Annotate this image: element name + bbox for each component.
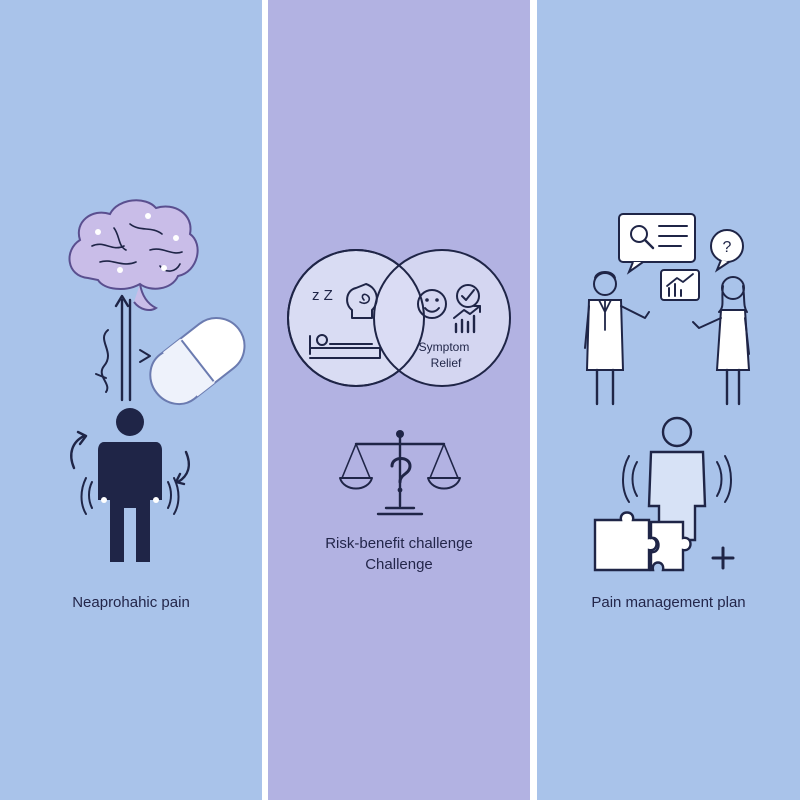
brain-icon xyxy=(68,199,199,311)
panel-1-illustration xyxy=(68,199,246,562)
sleep-z-label: z Z xyxy=(312,287,333,304)
rotation-arrows-icon xyxy=(70,430,190,486)
caption-pain-management-plan: Pain management plan xyxy=(591,594,746,611)
caption-neuropathic-pain: Neaprohahic pain xyxy=(72,594,190,611)
chart-bubble-icon xyxy=(660,269,700,301)
venn-symptom-label: Symptom xyxy=(419,340,470,354)
balance-scale-icon xyxy=(339,430,461,516)
panel-pain-management-plan: ? xyxy=(537,0,800,800)
bed-icon xyxy=(309,334,381,359)
pill-capsule-icon xyxy=(149,316,246,406)
panel-2-illustration: z Z Symptom xyxy=(287,249,511,516)
patient-icon xyxy=(692,276,751,406)
caption-risk-benefit: Risk-benefit challenge xyxy=(325,535,473,552)
question-bubble-icon: ? xyxy=(710,229,744,273)
puzzle-icon xyxy=(593,511,692,572)
person-icon xyxy=(622,416,732,542)
smiley-icon xyxy=(417,289,447,319)
search-speech-bubble-icon xyxy=(618,213,696,275)
plus-icon xyxy=(711,546,735,570)
question-bubble-label: ? xyxy=(723,239,732,256)
venn-diagram-icon xyxy=(287,249,511,387)
nerve-signal-icon xyxy=(95,294,151,402)
panel-3-illustration: ? xyxy=(584,213,751,572)
growth-chart-icon xyxy=(453,305,481,334)
doctor-icon xyxy=(584,271,650,406)
sleep-icon: z Z xyxy=(312,283,378,319)
question-mark-icon xyxy=(390,457,412,493)
venn-relief-label: Relief xyxy=(431,356,462,370)
panel-neuropathic-pain: Neaprohahic pain xyxy=(0,0,262,800)
check-icon xyxy=(456,284,480,308)
person-icon xyxy=(80,408,180,562)
panel-risk-benefit: z Z Symptom xyxy=(268,0,530,800)
caption-challenge: Challenge xyxy=(365,556,433,573)
